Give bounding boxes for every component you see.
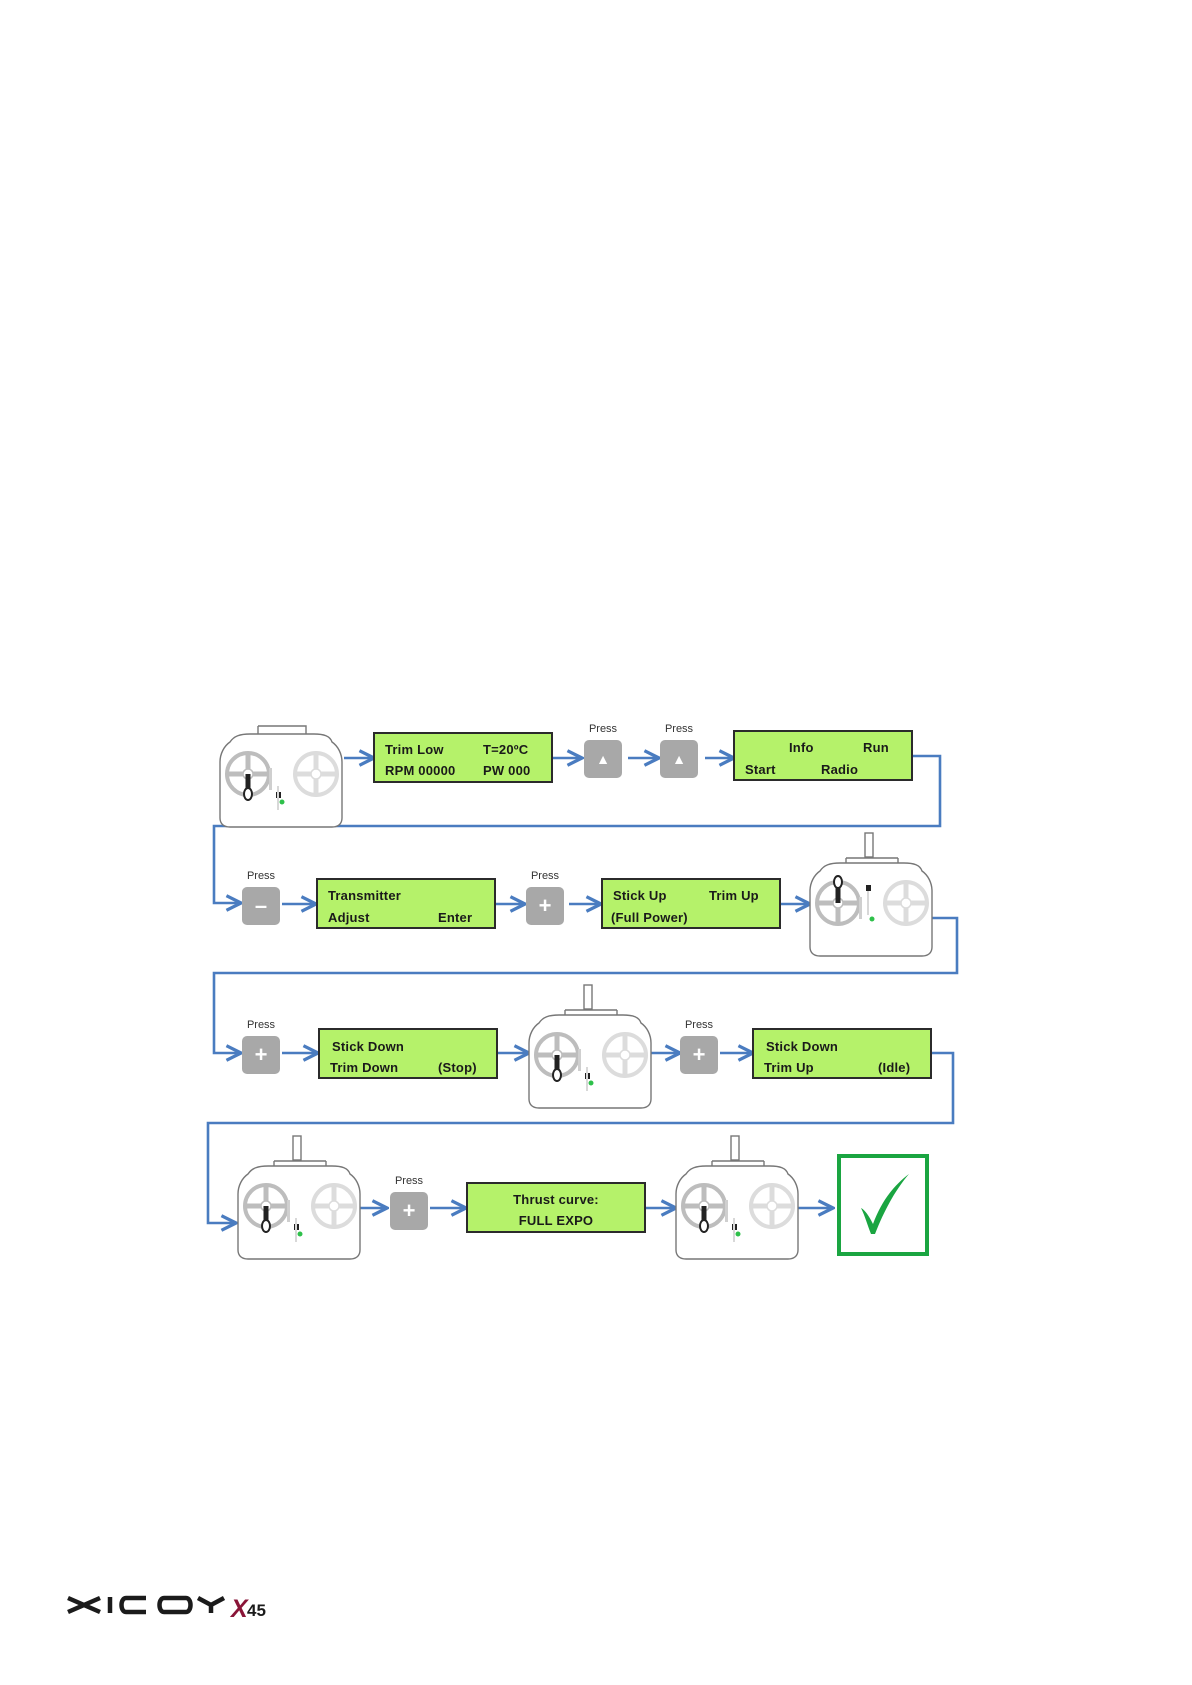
completed-checkbox [837, 1154, 929, 1256]
press-label: Press [236, 1019, 286, 1031]
lcd-text: Thrust curve: [468, 1192, 644, 1207]
press-label: Press [674, 1019, 724, 1031]
lcd-text: Stick Up [613, 888, 667, 903]
brand-model-letter: X [229, 1595, 249, 1623]
button-plus-icon[interactable]: + [242, 1036, 280, 1074]
button-symbol: + [403, 1200, 416, 1222]
button-plus-icon[interactable]: + [526, 887, 564, 925]
lcd-text: FULL EXPO [468, 1213, 644, 1228]
lcd-text: Stick Down [332, 1039, 404, 1054]
xicoy-logo: X 45 [64, 1588, 304, 1624]
lcd-text: Run [863, 740, 889, 755]
button-minus-icon[interactable]: – [242, 887, 280, 925]
transmitter-body [238, 1134, 364, 1259]
lcd-text: Transmitter [328, 888, 401, 903]
lcd-text: Trim Down [330, 1060, 398, 1075]
brand-wordmark [68, 1597, 224, 1613]
lcd-screen-transmitter-adjust: Transmitter Adjust Enter [316, 878, 496, 929]
checkmark-icon [841, 1158, 925, 1252]
lcd-screen-thrust-curve: Thrust curve: FULL EXPO [466, 1182, 646, 1233]
lcd-text: Trim Low [385, 742, 444, 757]
button-symbol: + [693, 1044, 706, 1066]
button-symbol: + [255, 1044, 268, 1066]
button-plus-icon[interactable]: + [680, 1036, 718, 1074]
lcd-text: Trim Up [764, 1060, 814, 1075]
button-up-icon[interactable]: ▲ [584, 740, 622, 778]
button-symbol: – [255, 895, 267, 917]
transmitter-icon [220, 702, 346, 832]
press-label: Press [520, 870, 570, 882]
button-symbol: ▲ [596, 752, 610, 766]
lcd-screen-stick-up: Stick Up Trim Up (Full Power) [601, 878, 781, 929]
button-symbol: + [539, 895, 552, 917]
lcd-text: (Idle) [878, 1060, 910, 1075]
brand-model-number: 45 [247, 1601, 266, 1620]
lcd-text: Trim Up [709, 888, 759, 903]
lcd-text: Radio [821, 762, 858, 777]
transmitter-body [676, 1134, 802, 1259]
transmitter-body [810, 831, 936, 956]
lcd-text: Enter [438, 910, 472, 925]
lcd-text: Adjust [328, 910, 370, 925]
press-label: Press [384, 1175, 434, 1187]
press-label: Press [236, 870, 286, 882]
lcd-screen-stick-down-idle: Stick Down Trim Up (Idle) [752, 1028, 932, 1079]
transmitter-body [529, 983, 655, 1108]
transmitter-icon [238, 1134, 364, 1264]
press-label: Press [578, 723, 628, 735]
button-plus-icon[interactable]: + [390, 1192, 428, 1230]
lcd-text: (Full Power) [611, 910, 688, 925]
transmitter-icon [529, 983, 655, 1113]
transmitter-icon [810, 831, 936, 961]
lcd-screen-stick-down-stop: Stick Down Trim Down (Stop) [318, 1028, 498, 1079]
lcd-text: PW 000 [483, 763, 530, 778]
press-label: Press [654, 723, 704, 735]
lcd-text: RPM 00000 [385, 763, 455, 778]
lcd-text: Info [789, 740, 814, 755]
lcd-text: T=20ºC [483, 742, 528, 757]
button-symbol: ▲ [672, 752, 686, 766]
lcd-screen-info-run: Info Run Start Radio [733, 730, 913, 781]
transmitter-body [220, 702, 346, 827]
button-up-icon[interactable]: ▲ [660, 740, 698, 778]
lcd-text: Start [745, 762, 776, 777]
transmitter-icon [676, 1134, 802, 1264]
lcd-text: Stick Down [766, 1039, 838, 1054]
lcd-screen-trim-low: Trim Low T=20ºC RPM 00000 PW 000 [373, 732, 553, 783]
lcd-text: (Stop) [438, 1060, 477, 1075]
